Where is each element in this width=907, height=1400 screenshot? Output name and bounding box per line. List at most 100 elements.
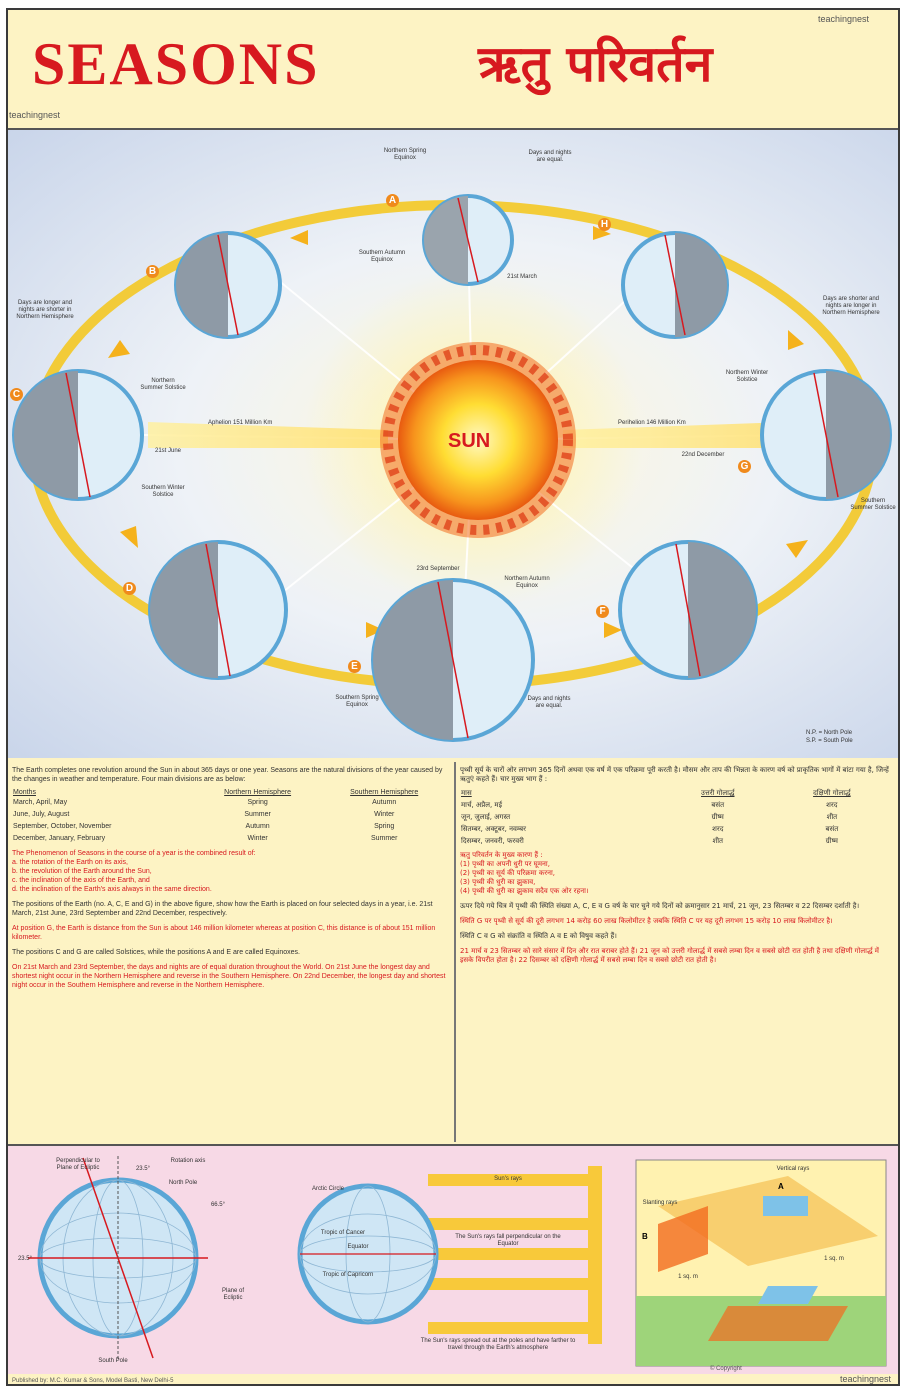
slant-grid (658, 1206, 708, 1272)
en-th-months: Months (13, 789, 36, 796)
label-north-winter: Northern Winter Solstice (725, 370, 769, 383)
beam-c (148, 422, 388, 448)
position-c: C (10, 388, 23, 401)
earth-axes (65, 197, 839, 739)
en-cell: June, July, August (13, 811, 70, 818)
english-equinox: On 21st March and 23rd September, the da… (12, 964, 446, 989)
label-np: N.P. = North Pole (806, 730, 853, 736)
hi-cell: बसंत (711, 801, 725, 809)
hi-cell: दिसम्बर, जनवरी, फरवरी (461, 837, 524, 845)
hindi-intro: पृथ्वी सूर्य के चारों ओर लगभग 365 दिनों … (460, 766, 889, 783)
beam-g (563, 422, 788, 448)
label-days-longer: Days are longer and nights are shorter i… (16, 300, 74, 320)
label-december: 22nd December (681, 452, 725, 458)
english-season-table: Months Northern Hemisphere Southern Hemi… (12, 788, 448, 845)
label-north-summer: Northern Summer Solstice (140, 378, 186, 391)
slanting-rays-label: Slanting rays (642, 1200, 678, 1206)
hindi-season-table: मास उत्तरी गोलार्द्ध दक्षिणी गोलार्द्ध म… (460, 788, 892, 847)
english-point: d. the inclination of the Earth's axis a… (12, 886, 212, 893)
position-a: A (386, 194, 399, 207)
ray-band (428, 1322, 588, 1334)
label-south-autumn: Southern Autumn Equinox (358, 250, 406, 263)
footer-copyright: © Copyright (710, 1366, 742, 1372)
area-b-label: 1 sq. m (678, 1274, 698, 1280)
hindi-distance: स्थिति G पर पृथ्वी से सूर्य की दूरी लगभग… (460, 917, 833, 925)
hi-th-south: दक्षिणी गोलार्द्ध (813, 789, 851, 797)
label-north-autumn: Northern Autumn Equinox (504, 576, 550, 589)
hi-cell: शीत (712, 837, 724, 845)
ray-band (428, 1174, 588, 1186)
cancer-label: Tropic of Cancer (320, 1230, 366, 1236)
title-hindi: ऋतु परिवर्तन (478, 35, 713, 93)
en-cell: March, April, May (13, 799, 68, 806)
hindi-phenomenon: ऋतु परिवर्तन के मुख्य कारण हैं : (460, 851, 543, 859)
position-d: D (123, 582, 136, 595)
orbit-arrows (108, 226, 808, 638)
point-a-label: A (778, 1182, 784, 1191)
english-solstice: The positions C and G are called Solstic… (12, 949, 300, 956)
english-intro: The Earth completes one revolution aroun… (12, 767, 443, 783)
position-h: H (598, 218, 611, 231)
en-cell: September, October, November (13, 823, 112, 830)
slant-beam (658, 1176, 878, 1266)
label-march: 21st March (507, 274, 537, 280)
en-cell: Autumn (372, 799, 397, 806)
hi-cell: शरद (826, 801, 838, 809)
aphelion-label: Aphelion 151 Million Km (208, 420, 273, 426)
label-north-spring: Northern Spring Equinox (383, 148, 427, 161)
hindi-point: (1) पृथ्वी का अपनी धुरी पर घूमना, (460, 860, 550, 868)
en-cell: Winter (247, 835, 268, 842)
ray-band (428, 1218, 588, 1230)
label-days-equal-bottom: Days and nights are equal. (527, 696, 571, 709)
label-september: 23rd September (416, 566, 460, 572)
axis-perpendicular-label: Perpendicular to Plane of Ecliptic (56, 1158, 100, 1171)
spread-rays-label: The Sun's rays spread out at the poles a… (420, 1338, 576, 1351)
hindi-solstice: स्थिति C व G को संक्रांति व स्थिति A व E… (460, 932, 617, 940)
hi-cell: मार्च, अप्रैल, मई (461, 801, 503, 809)
hindi-equinox: 21 मार्च व 23 सितम्बर को सारे संसार में … (460, 947, 879, 964)
ray-band (428, 1248, 588, 1260)
point-b-label: B (642, 1232, 648, 1241)
label-south-spring: Southern Spring Equinox (335, 695, 379, 708)
arctic-label: Arctic Circle (311, 1186, 344, 1192)
en-cell: Autumn (245, 823, 270, 830)
label-days-shorter: Days are shorter and nights are longer i… (822, 296, 880, 316)
perpendicular-rays-label: The Sun's rays fall perpendicular on the… (455, 1234, 561, 1247)
label-days-equal-top: Days and nights are equal. (528, 150, 572, 163)
hindi-point: (3) पृथ्वी की धुरी का झुकाव, (460, 878, 536, 886)
sun (398, 360, 558, 520)
position-g: G (738, 460, 751, 473)
perihelion-label: Perihelion 146 Million Km (618, 420, 686, 426)
axis-angle3: 23.5° (17, 1256, 33, 1262)
bottom-panel: Perpendicular to Plane of Ecliptic 23.5°… (8, 1146, 898, 1374)
label-south-summer: Southern Summer Solstice (850, 498, 896, 511)
label-sp: S.P. = South Pole (806, 738, 853, 744)
sun-bar (588, 1166, 602, 1344)
footer-publisher: Published by: M.C. Kumar & Sons, Model B… (12, 1378, 174, 1384)
english-phenomenon: The Phenomenon of Seasons in the course … (12, 850, 256, 857)
hi-th-months: मास (461, 789, 472, 797)
english-distance: At position G, the Earth is distance fro… (12, 925, 436, 941)
equator-label: Equator (347, 1244, 369, 1250)
hi-cell: बसंत (825, 825, 839, 833)
en-cell: Spring (247, 799, 268, 806)
hi-cell: शरद (712, 825, 724, 833)
en-th-north: Northern Hemisphere (224, 789, 292, 796)
axis-angle1: 23.5° (135, 1166, 151, 1172)
position-b: B (146, 265, 159, 278)
english-column: The Earth completes one revolution aroun… (12, 766, 448, 990)
position-e: E (348, 660, 361, 673)
vertical-rays-label: Vertical rays (776, 1166, 810, 1172)
watermark-left: teachingnest (9, 110, 61, 120)
ray-band (428, 1278, 588, 1290)
hi-cell: ग्रीष्म (825, 837, 838, 845)
hi-cell: ग्रीष्म (711, 813, 724, 821)
hi-th-north: उत्तरी गोलार्द्ध (701, 789, 735, 797)
label-south-winter: Southern Winter Solstice (141, 485, 185, 498)
hi-cell: जून, जुलाई, अगस्त (461, 813, 511, 821)
text-panel (8, 758, 898, 1146)
hindi-point: (4) पृथ्वी की धुरी का झुकाव सदैव एक ओर र… (460, 887, 589, 895)
en-cell: Winter (374, 811, 395, 818)
english-point: c. the inclination of the axis of the Ea… (12, 877, 150, 884)
orbit-graphic (12, 194, 892, 742)
